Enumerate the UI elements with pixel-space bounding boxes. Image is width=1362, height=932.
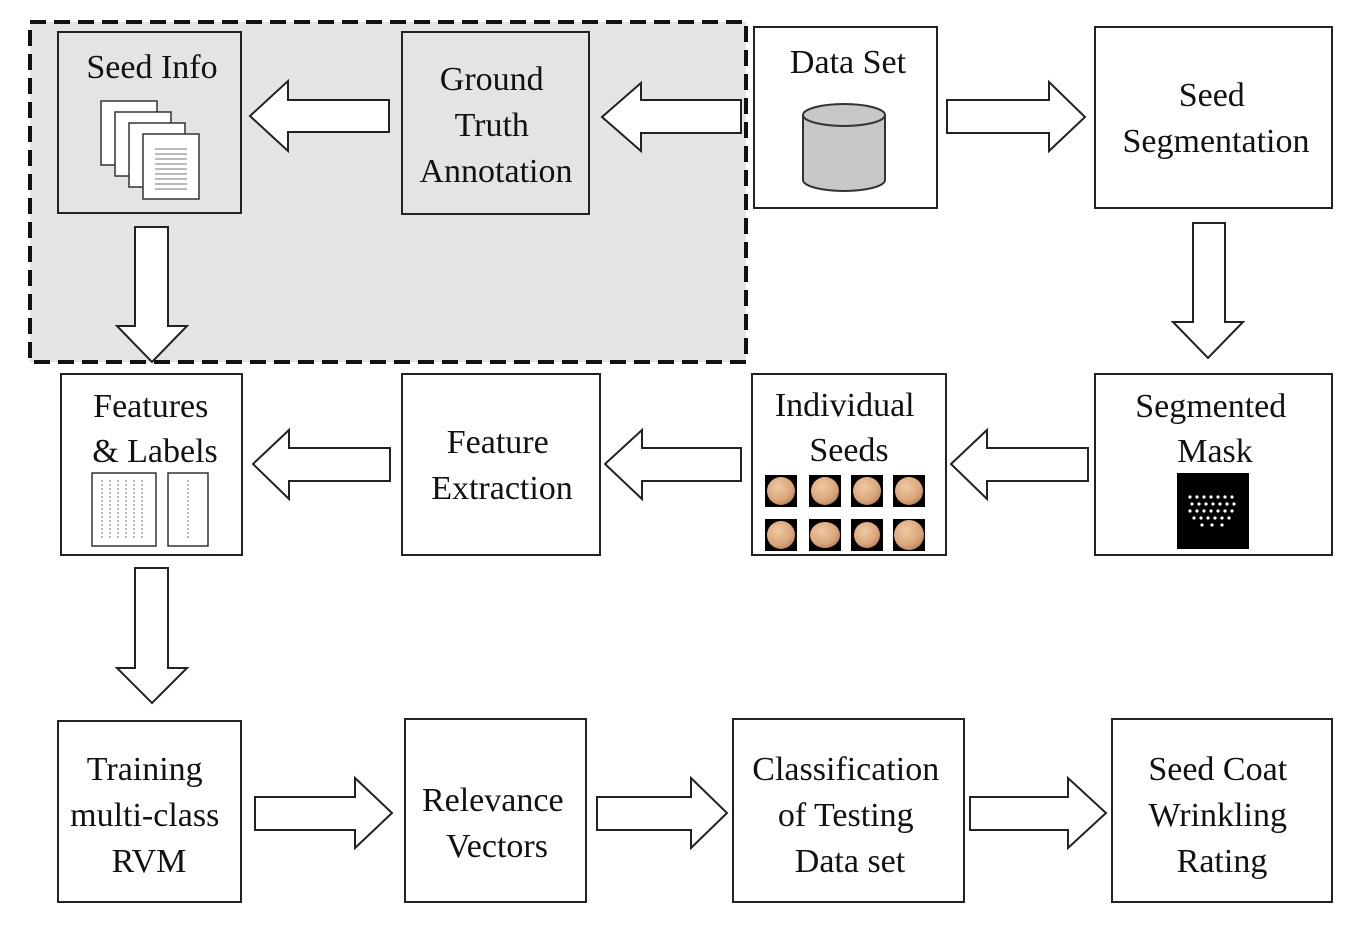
- seed-info-box: [57, 31, 242, 214]
- individual-seeds-label: Individual Seeds: [775, 387, 923, 469]
- arrow-feature-extraction-to-features: [251, 427, 391, 502]
- node-labels: Seed Info Ground Truth Annotation Data S…: [70, 44, 1309, 880]
- arrow-seed-segmentation-to-mask: [1170, 222, 1246, 360]
- seed-segmentation-label: Seed Segmentation: [1123, 77, 1310, 160]
- arrow-features-to-training: [114, 567, 190, 705]
- arrow-mask-to-individual-seeds: [949, 427, 1089, 502]
- feature-matrix-icon: [91, 472, 209, 547]
- arrow-data-set-to-ground-truth: [600, 80, 742, 154]
- ground-truth-box: [401, 31, 590, 215]
- relevance-vectors-label: Relevance Vectors: [422, 782, 572, 865]
- wrinkling-rating-label: Seed Coat Wrinkling Rating: [1148, 751, 1295, 880]
- arrow-relevance-to-classification: [596, 775, 729, 851]
- training-rvm-label: Training multi-class RVM: [70, 751, 228, 880]
- seed-thumbnails-icon: [765, 475, 925, 551]
- feature-extraction-label: Feature Extraction: [431, 424, 573, 507]
- arrow-seed-info-to-features: [114, 226, 190, 364]
- ground-truth-label: Ground Truth Annotation: [420, 61, 573, 190]
- wrinkling-rating-box: [1111, 718, 1333, 903]
- seed-segmentation-box: [1094, 26, 1333, 209]
- arrow-classification-to-rating: [969, 775, 1108, 851]
- training-rvm-box: [57, 720, 242, 903]
- seed-info-label: Seed Info: [86, 49, 217, 86]
- feature-extraction-box: [401, 373, 601, 556]
- database-cylinder-icon: [802, 103, 886, 192]
- arrow-individual-seeds-to-feature-extraction: [603, 427, 742, 502]
- arrow-data-set-to-seed-segmentation: [946, 79, 1087, 154]
- relevance-vectors-box: [404, 718, 587, 903]
- binary-mask-icon: [1177, 473, 1249, 549]
- arrow-ground-truth-to-seed-info: [248, 78, 390, 154]
- segmented-mask-label: Segmented Mask: [1135, 388, 1295, 470]
- features-labels-label: Features & Labels: [92, 388, 218, 470]
- classification-box: [732, 718, 965, 903]
- document-stack-icon: [100, 100, 200, 200]
- data-set-label: Data Set: [790, 44, 907, 81]
- classification-label: Classification of Testing Data set: [752, 751, 947, 880]
- arrow-training-to-relevance: [254, 775, 394, 851]
